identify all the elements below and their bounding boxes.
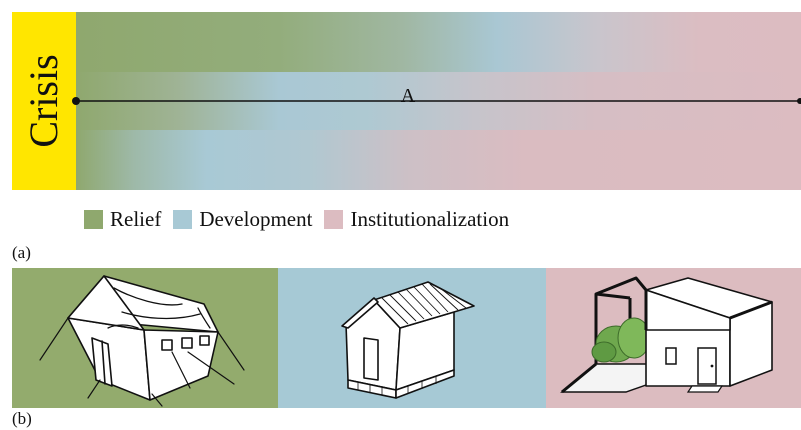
gradient-strip-bottom — [76, 130, 801, 190]
legend-swatch-relief — [84, 209, 103, 229]
legend: Relief Development Institutionalization — [84, 206, 521, 232]
legend-item-relief: Relief — [84, 206, 162, 231]
timeline-start-dot — [72, 97, 80, 105]
legend-swatch-institutionalization — [324, 209, 344, 229]
legend-item-institutionalization: Institutionalization — [324, 206, 510, 231]
panel-development — [278, 268, 546, 408]
legend-label-relief: Relief — [110, 206, 162, 231]
legend-swatch-development — [173, 209, 193, 229]
tent-icon — [39, 275, 245, 407]
panel-b-tag: (b) — [12, 409, 32, 428]
tree-icon — [591, 317, 651, 363]
panel-a-tag: (a) — [12, 243, 31, 262]
crisis-bar — [12, 12, 76, 190]
panel-relief — [12, 268, 278, 408]
permanent-house-icon — [560, 276, 773, 394]
timeline-label: A — [400, 85, 416, 107]
panel-institutionalization — [546, 268, 801, 408]
timeline-end-dot — [797, 98, 801, 104]
transitional-shelter-icon — [341, 281, 475, 399]
legend-label-institutionalization: Institutionalization — [350, 206, 510, 231]
legend-item-development: Development — [173, 206, 313, 231]
gradient-strip-top — [76, 12, 801, 72]
legend-label-development: Development — [199, 206, 313, 231]
